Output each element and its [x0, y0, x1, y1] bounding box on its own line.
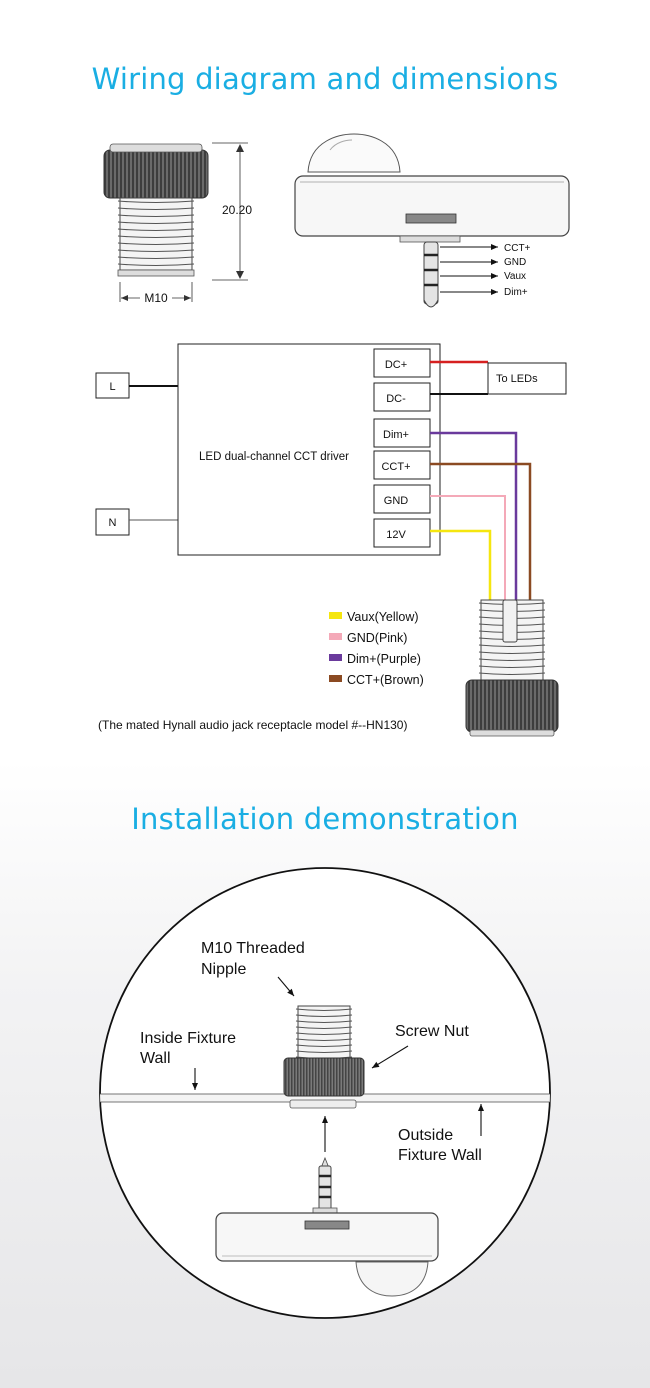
audio-jack-plug — [423, 241, 439, 308]
legend-label: CCT+(Brown) — [347, 673, 424, 687]
legend-swatch — [329, 633, 342, 640]
jack-pin-label: Dim+ — [504, 287, 528, 298]
receptacle-note: (The mated Hynall audio jack receptacle … — [98, 718, 407, 732]
driver-terminal-box — [373, 382, 431, 412]
signal-wires — [430, 431, 532, 605]
driver-terminal-label: 12V — [386, 529, 406, 541]
to-leds-box: To LEDs — [487, 362, 567, 395]
driver-terminal-label: DC+ — [385, 359, 407, 371]
input-L-label: L — [109, 381, 115, 393]
installed-sensor — [215, 1212, 439, 1297]
legend-label: Dim+(Purple) — [347, 652, 421, 666]
installed-nipple — [283, 1005, 365, 1109]
installation-circle: M10 Threaded Nipple Screw Nut Inside Fix… — [99, 867, 551, 1319]
inside-wall-label-line1: Inside Fixture — [140, 1030, 236, 1047]
driver-label: LED dual-channel CCT driver — [199, 451, 349, 463]
height-dimension-label: 20.20 — [222, 203, 252, 217]
driver-terminal-label: CCT+ — [381, 461, 410, 473]
installation-section-title: Installation demonstration — [131, 802, 519, 836]
wire-color-legend: Vaux(Yellow) GND(Pink) Dim+(Purple) CCT+(Br… — [329, 610, 424, 687]
driver-terminal-box — [373, 484, 431, 514]
driver-terminals: DC+ DC- Dim+ CCT+ GND 12V — [373, 348, 431, 548]
sensor-side-view — [294, 133, 570, 243]
input-L-box: L — [95, 372, 130, 399]
outside-wall-label-line1: Outside — [398, 1127, 453, 1144]
legend-label: Vaux(Yellow) — [347, 610, 419, 624]
installed-jack-plug — [312, 1156, 338, 1215]
driver-terminal-box — [373, 418, 431, 448]
nipple-label-line1: M10 Threaded — [201, 940, 305, 957]
jack-pin-label: Vaux — [504, 271, 526, 282]
nipple-label-line2: Nipple — [201, 961, 246, 978]
thread-dimension: M10 — [119, 282, 193, 305]
jack-receptacle-drawing — [465, 599, 559, 737]
driver-terminal-label: Dim+ — [383, 429, 409, 441]
legend-label: GND(Pink) — [347, 631, 407, 645]
driver-terminal-label: DC- — [386, 393, 406, 405]
legend-swatch — [329, 654, 342, 661]
legend-swatch — [329, 612, 342, 619]
input-N-box: N — [95, 508, 130, 536]
thread-dimension-label: M10 — [144, 291, 168, 305]
driver-terminal-label: GND — [384, 495, 409, 507]
cct-driver-box: LED dual-channel CCT driver DC+ DC- Dim+ CC… — [177, 343, 441, 556]
jack-pin-leaders: CCT+ GND Vaux Dim+ — [440, 243, 531, 298]
jack-pin-label: GND — [504, 257, 526, 268]
inside-wall-label-line2: Wall — [140, 1050, 171, 1067]
threaded-nipple-drawing — [103, 143, 209, 277]
outside-wall-label-line2: Fixture Wall — [398, 1147, 482, 1164]
driver-terminal-box — [373, 518, 431, 548]
legend-swatch — [329, 675, 342, 682]
input-N-label: N — [109, 517, 117, 529]
wiring-section-title: Wiring diagram and dimensions — [91, 62, 559, 96]
jack-pin-label: CCT+ — [504, 243, 531, 254]
to-leds-label: To LEDs — [496, 373, 538, 385]
screw-nut-label: Screw Nut — [395, 1023, 469, 1040]
height-dimension: 20.20 — [212, 142, 252, 281]
